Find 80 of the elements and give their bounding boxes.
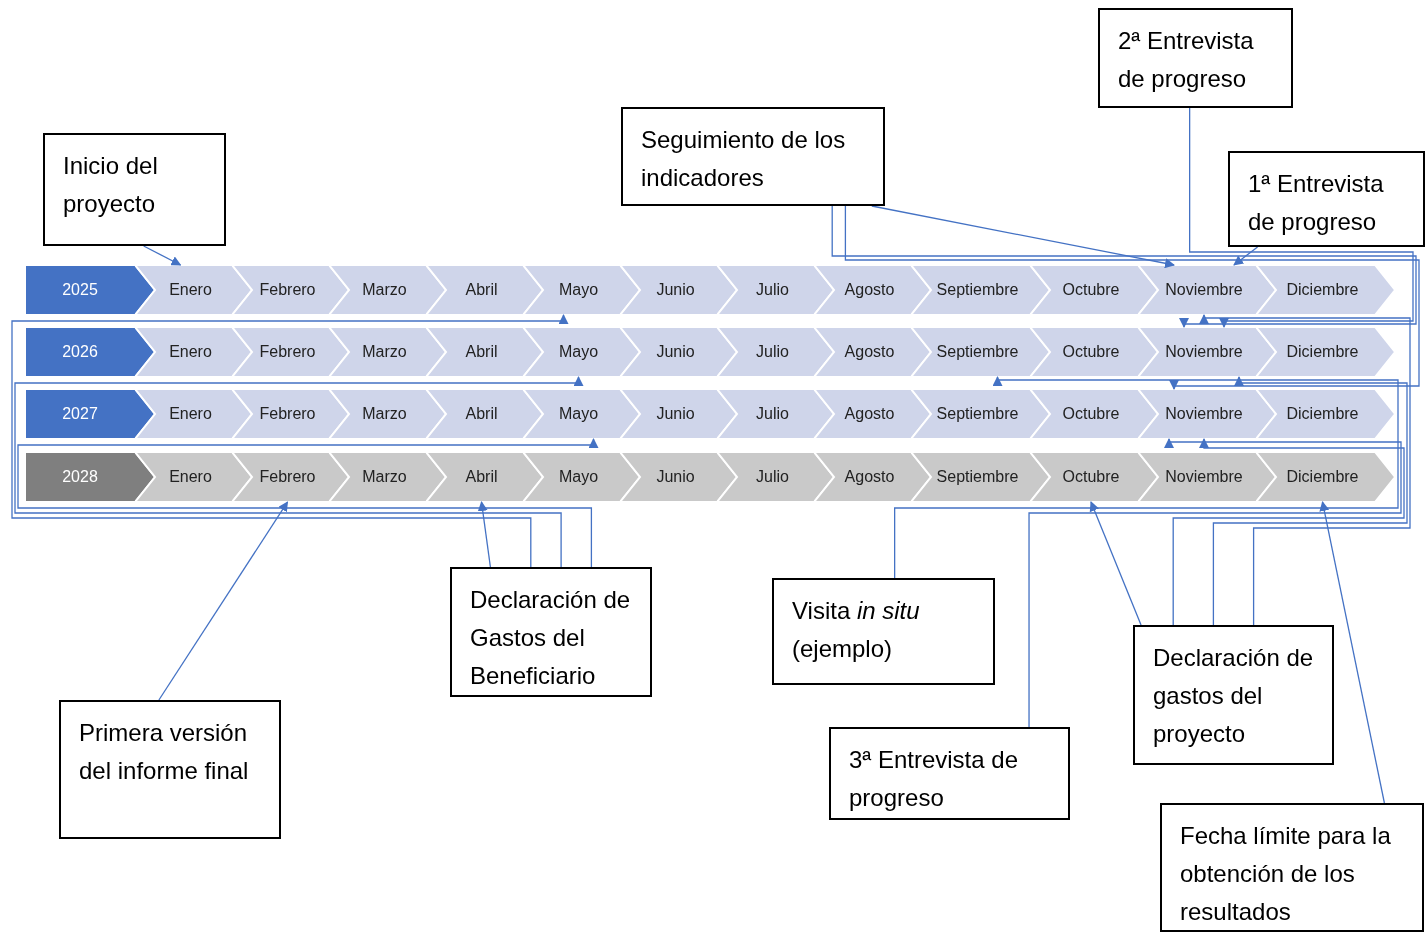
month-tab: Julio — [717, 327, 834, 377]
month-tab: Julio — [717, 452, 834, 502]
month-tab: Febrero — [232, 265, 349, 315]
year-tab: 2026 — [25, 327, 155, 377]
month-tab: Enero — [135, 265, 252, 315]
callout-box: 2ª Entrevista de progreso — [1098, 8, 1293, 108]
arrow — [17, 438, 599, 568]
month-tab: Marzo — [329, 452, 446, 502]
month-tab: Septiembre — [911, 265, 1050, 315]
month-tab: Octubre — [1030, 327, 1158, 377]
arrow — [831, 205, 1417, 328]
callout-box: Declaración de Gastos del Beneficiario — [450, 567, 652, 697]
month-tab: Mayo — [523, 327, 640, 377]
arrow — [1319, 501, 1386, 804]
month-tab: Octubre — [1030, 452, 1158, 502]
month-tab: Septiembre — [911, 389, 1050, 439]
month-tab: Septiembre — [911, 327, 1050, 377]
callout-box: Seguimiento de los indicadores — [621, 107, 885, 206]
arrow — [477, 501, 492, 568]
month-tab: Junio — [620, 452, 737, 502]
month-tab: Junio — [620, 327, 737, 377]
month-tab: Marzo — [329, 327, 446, 377]
year-tab: 2025 — [25, 265, 155, 315]
year-tab: 2027 — [25, 389, 155, 439]
month-tab: Junio — [620, 389, 737, 439]
arrow — [871, 205, 1175, 269]
callout-box: Declaración de gastos del proyecto — [1133, 625, 1334, 765]
month-tab: Enero — [135, 327, 252, 377]
year-tab: 2028 — [25, 452, 155, 502]
month-tab: Marzo — [329, 389, 446, 439]
arrow — [1189, 107, 1414, 328]
arrow — [1172, 438, 1405, 626]
callout-box: Fecha límite para la obtención de los resultados — [1160, 803, 1424, 932]
month-tab: Agosto — [814, 327, 931, 377]
month-tab: Agosto — [814, 389, 931, 439]
month-tab: Noviembre — [1138, 452, 1276, 502]
arrow — [158, 501, 289, 701]
month-tab: Enero — [135, 389, 252, 439]
callout-box: Visita in situ (ejemplo) — [772, 578, 995, 685]
callout-box: 3ª Entrevista de progreso — [829, 727, 1070, 820]
arrow — [1028, 438, 1402, 728]
month-tab: Diciembre — [1256, 327, 1395, 377]
month-tab: Agosto — [814, 265, 931, 315]
callout-box: 1ª Entrevista de progreso — [1228, 151, 1425, 247]
month-tab: Febrero — [232, 389, 349, 439]
month-tab: Abril — [426, 327, 543, 377]
month-tab: Julio — [717, 265, 834, 315]
arrow — [1212, 376, 1408, 626]
arrow — [844, 205, 1420, 390]
month-tab: Octubre — [1030, 389, 1158, 439]
month-tab: Junio — [620, 265, 737, 315]
month-tab: Febrero — [232, 327, 349, 377]
month-tab: Abril — [426, 389, 543, 439]
callout-box: Primera versión del informe final — [59, 700, 281, 839]
month-tab: Diciembre — [1256, 389, 1395, 439]
arrow — [11, 314, 569, 568]
arrow — [1233, 246, 1259, 266]
month-tab: Mayo — [523, 389, 640, 439]
month-tab: Diciembre — [1256, 265, 1395, 315]
month-tab: Mayo — [523, 452, 640, 502]
month-tab: Noviembre — [1138, 327, 1276, 377]
month-tab: Marzo — [329, 265, 446, 315]
month-tab: Enero — [135, 452, 252, 502]
month-tab: Noviembre — [1138, 265, 1276, 315]
callout-box: Inicio del proyecto — [43, 133, 226, 246]
month-tab: Septiembre — [911, 452, 1050, 502]
arrow — [14, 376, 584, 568]
arrow — [143, 245, 182, 266]
arrow — [1089, 501, 1142, 626]
arrow — [1199, 314, 1411, 626]
month-tab: Octubre — [1030, 265, 1158, 315]
month-tab: Diciembre — [1256, 452, 1395, 502]
month-tab: Julio — [717, 389, 834, 439]
month-tab: Abril — [426, 452, 543, 502]
month-tab: Febrero — [232, 452, 349, 502]
month-tab: Abril — [426, 265, 543, 315]
month-tab: Mayo — [523, 265, 640, 315]
arrow — [894, 376, 1399, 579]
month-tab: Agosto — [814, 452, 931, 502]
month-tab: Noviembre — [1138, 389, 1276, 439]
